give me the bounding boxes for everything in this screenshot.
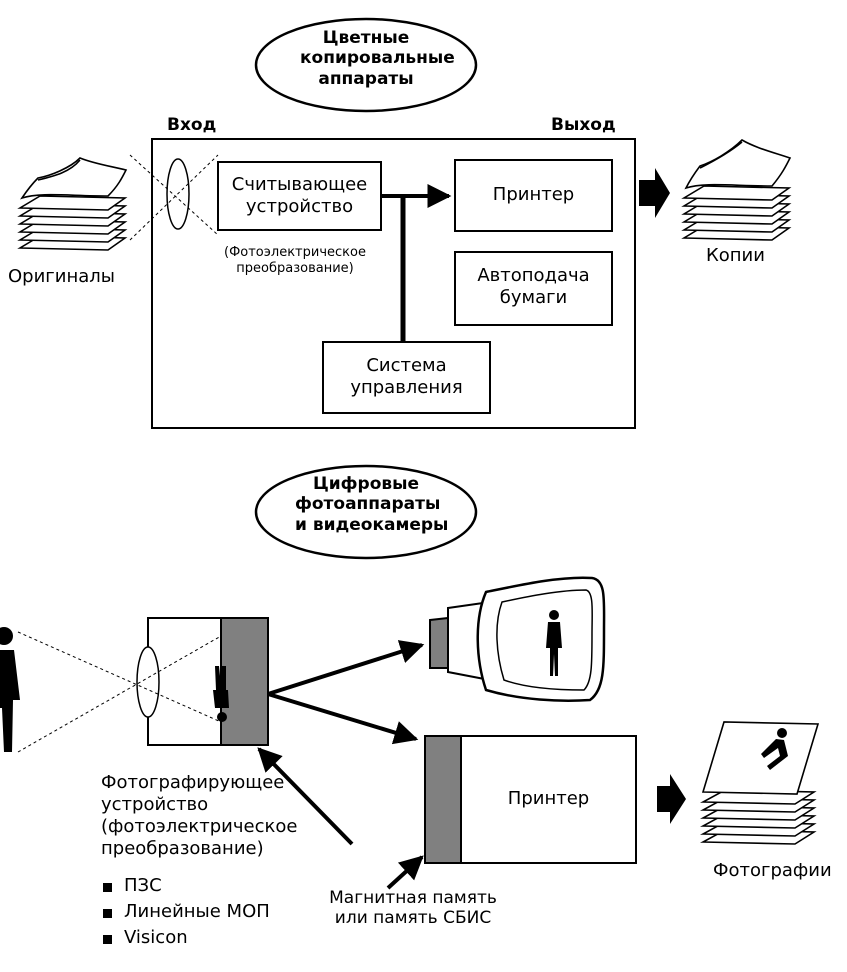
printer-label-bottom: Принтер [507, 788, 590, 809]
output-arrow-bottom [657, 774, 686, 824]
bullet-icon [103, 909, 112, 918]
camera-device-line-4: преобразование) [101, 837, 264, 859]
sensor-panel [220, 617, 269, 746]
sensor-item-visicon: Visicon [124, 927, 188, 948]
camera-device-line-1: Фотографирующее [101, 772, 285, 793]
bullet-icon [103, 883, 112, 892]
camera-device-line-2: устройство [101, 793, 209, 815]
camera-device-line-3: (фотоэлектрическое [101, 815, 298, 837]
originals-stack-icon [17, 157, 128, 251]
memory-to-sensor-arrow [257, 747, 354, 846]
title-cameras-line-2: фотоаппараты [295, 494, 441, 515]
reader-note-line-2: преобразование) [236, 260, 354, 276]
sensor-to-printer-arrow [267, 692, 419, 745]
control-label-line-1: Система [366, 355, 447, 376]
title-cameras-line-3: и видеокамеры [295, 514, 449, 535]
sensor-item-mos: Линейные МОП [124, 901, 270, 922]
reader-label: Считывающее устройство [218, 174, 381, 217]
photos-label: Фотографии [713, 860, 832, 881]
input-label: Вход [167, 115, 217, 135]
control-box [322, 341, 491, 414]
light-path-top [129, 154, 219, 241]
title-cameras-line-1: Цифровые [312, 474, 420, 494]
inverted-image-icon [213, 666, 229, 722]
light-path-bottom [17, 631, 222, 753]
title-copiers-line-1: Цветные [322, 28, 410, 48]
photos-stack-icon [699, 721, 820, 845]
copies-stack-icon [681, 139, 792, 241]
lens-icon-bottom [136, 646, 160, 718]
autofeed-label: Автоподача бумаги [455, 265, 612, 308]
title-ellipse-cameras [254, 464, 478, 560]
reader-note-line-1: (Фотоэлектрическое [224, 245, 366, 260]
sensor-to-monitor-arrow [267, 640, 425, 696]
reader-box [217, 161, 382, 231]
title-ellipse-copiers [254, 17, 478, 113]
memory-label-line-1: Магнитная память [329, 888, 497, 908]
autofeed-label-line-1: Автоподача [477, 265, 590, 286]
printer-label-top: Принтер [492, 184, 575, 205]
printer-box-top [454, 159, 613, 232]
copies-label: Копии [706, 245, 765, 266]
reader-note: (Фотоэлектрическое преобразование) [195, 245, 395, 276]
title-copiers: Цветные копировальные аппараты [300, 28, 455, 89]
control-label: Система управления [323, 355, 490, 398]
reader-label-line-1: Считывающее [231, 174, 368, 195]
sensor-item-ccd: ПЗС [124, 875, 162, 896]
originals-label: Оригиналы [8, 266, 115, 287]
monitor-icon [429, 576, 606, 702]
title-copiers-line-3: аппараты [318, 68, 414, 89]
person-icon-subject [0, 627, 20, 752]
memory-label-line-2: или память СБИС [334, 908, 492, 929]
output-arrow-top [639, 168, 670, 218]
reader-label-line-2: устройство [245, 195, 354, 217]
autofeed-box [454, 251, 613, 326]
bullet-icon [103, 935, 112, 944]
copier-frame [151, 138, 636, 429]
title-copiers-line-2: копировальные [300, 48, 455, 69]
control-label-line-2: управления [350, 376, 463, 398]
output-label: Выход [551, 115, 616, 135]
memory-to-printer-arrow [386, 855, 424, 890]
camera-device-label: Фотографирующее устройство (фотоэлектрич… [101, 772, 297, 860]
memory-label: Магнитная память или память СБИС [308, 888, 518, 929]
title-cameras: Цифровые фотоаппараты и видеокамеры [295, 474, 449, 535]
printer-panel [424, 735, 462, 864]
autofeed-label-line-2: бумаги [499, 286, 568, 308]
